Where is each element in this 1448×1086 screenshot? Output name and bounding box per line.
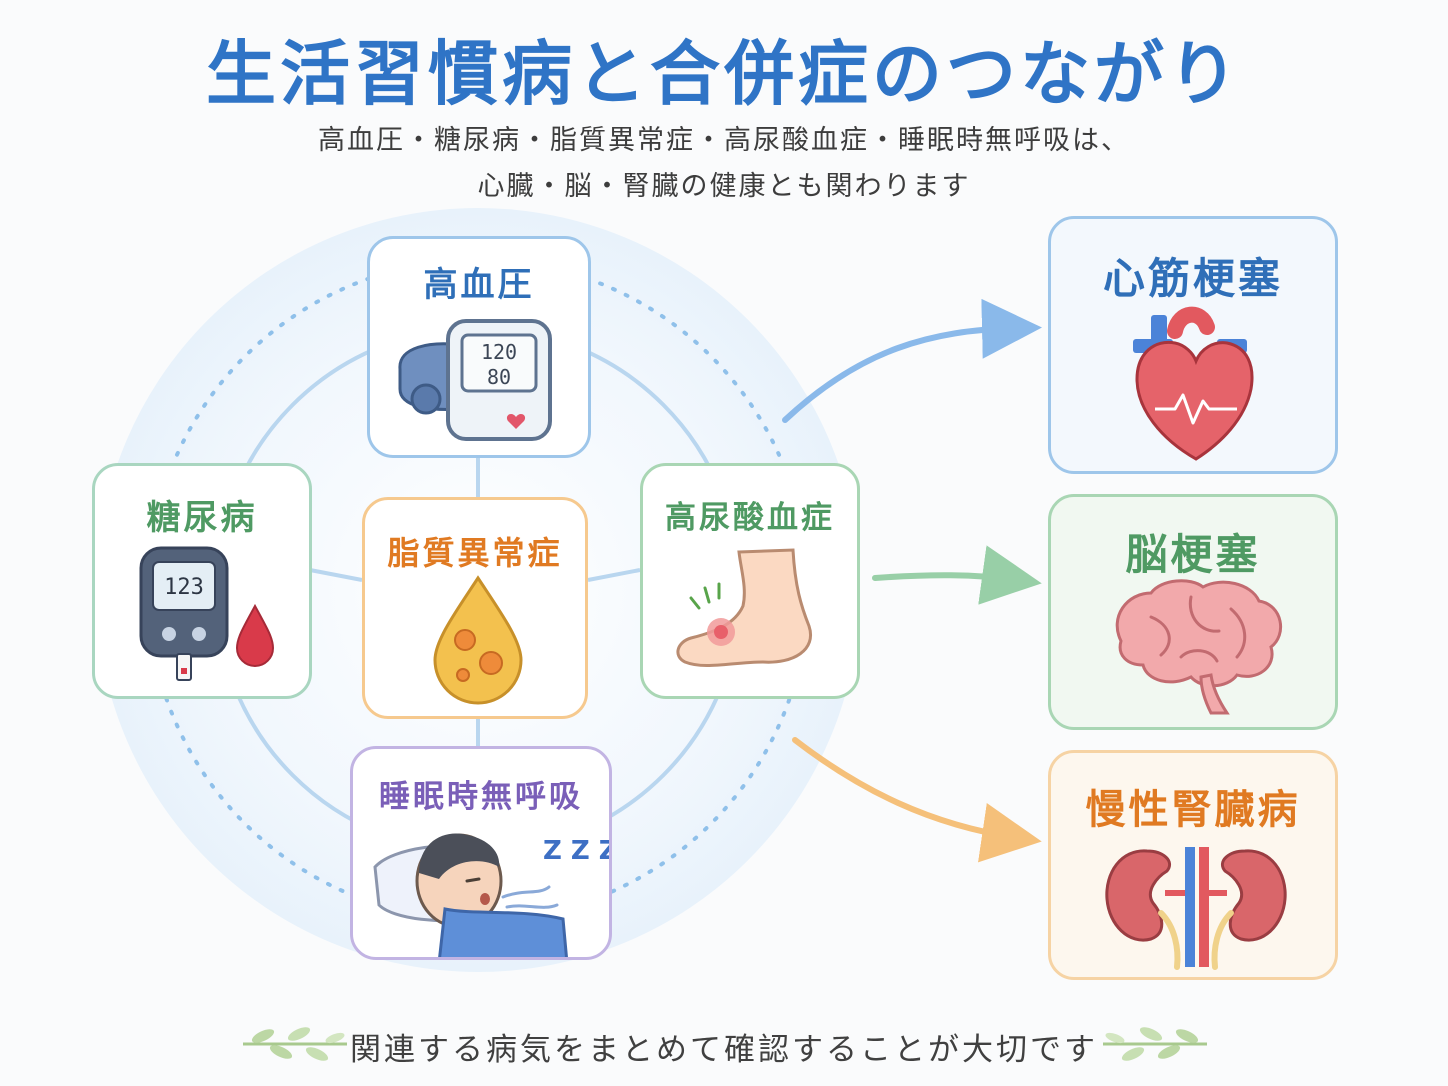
arrow-to-mi [782, 298, 1042, 423]
connector-left [309, 568, 363, 582]
card-dyslipidemia-label: 脂質異常症 [387, 534, 563, 572]
card-ckd: 慢性腎臓病 [1048, 750, 1338, 980]
card-sleep-apnea-label: 睡眠時無呼吸 [379, 779, 583, 815]
card-diabetes-label: 糖尿病 [146, 498, 258, 538]
subtitle-line-2: 心臓・脳・腎臓の健康とも関わります [477, 171, 971, 202]
zzz-text: Z Z Z [543, 836, 612, 866]
brain-icon [1115, 579, 1282, 715]
card-mi: 心筋梗塞 [1048, 216, 1338, 474]
connector-right [587, 568, 641, 582]
page-title: 生活習慣病と合併症のつながり [206, 33, 1242, 115]
kidneys-icon [1105, 847, 1287, 970]
arrow-to-ckd [792, 737, 1042, 863]
bp-diastolic: 80 [487, 365, 511, 389]
card-ckd-label: 慢性腎臓病 [1085, 787, 1301, 833]
card-mi-label: 心筋梗塞 [1102, 254, 1283, 303]
sleeping-person-icon: Z Z Z [373, 833, 612, 957]
gout-foot-icon [676, 548, 812, 668]
fat-droplet-icon [433, 575, 523, 705]
footer-message: 関連する病気をまとめて確認することが大切です [350, 1032, 1098, 1068]
blood-pressure-monitor-icon: 120 80 [398, 319, 552, 441]
card-dyslipidemia: 脂質異常症 [362, 497, 588, 719]
bp-systolic: 120 [481, 340, 517, 364]
card-hyperuricemia: 高尿酸血症 [640, 463, 860, 699]
leaf-sprig-icon [242, 1027, 347, 1061]
card-hypertension: 高血圧 120 80 [367, 236, 591, 458]
card-stroke: 脳梗塞 [1048, 494, 1338, 730]
arrow-to-stroke [872, 545, 1042, 605]
card-stroke-label: 脳梗塞 [1125, 530, 1261, 579]
card-hyperuricemia-label: 高尿酸血症 [665, 500, 835, 536]
card-hypertension-label: 高血圧 [423, 265, 535, 305]
heart-icon [1133, 306, 1254, 461]
card-sleep-apnea: 睡眠時無呼吸 Z Z Z [350, 746, 612, 960]
subtitle-line-1: 高血圧・糖尿病・脂質異常症・高尿酸血症・睡眠時無呼吸は、 [318, 125, 1130, 156]
card-diabetes: 糖尿病 123 [92, 463, 312, 699]
glucose-reading: 123 [164, 575, 204, 600]
leaf-sprig-icon [1103, 1027, 1207, 1061]
glucose-meter-icon: 123 [139, 546, 275, 681]
